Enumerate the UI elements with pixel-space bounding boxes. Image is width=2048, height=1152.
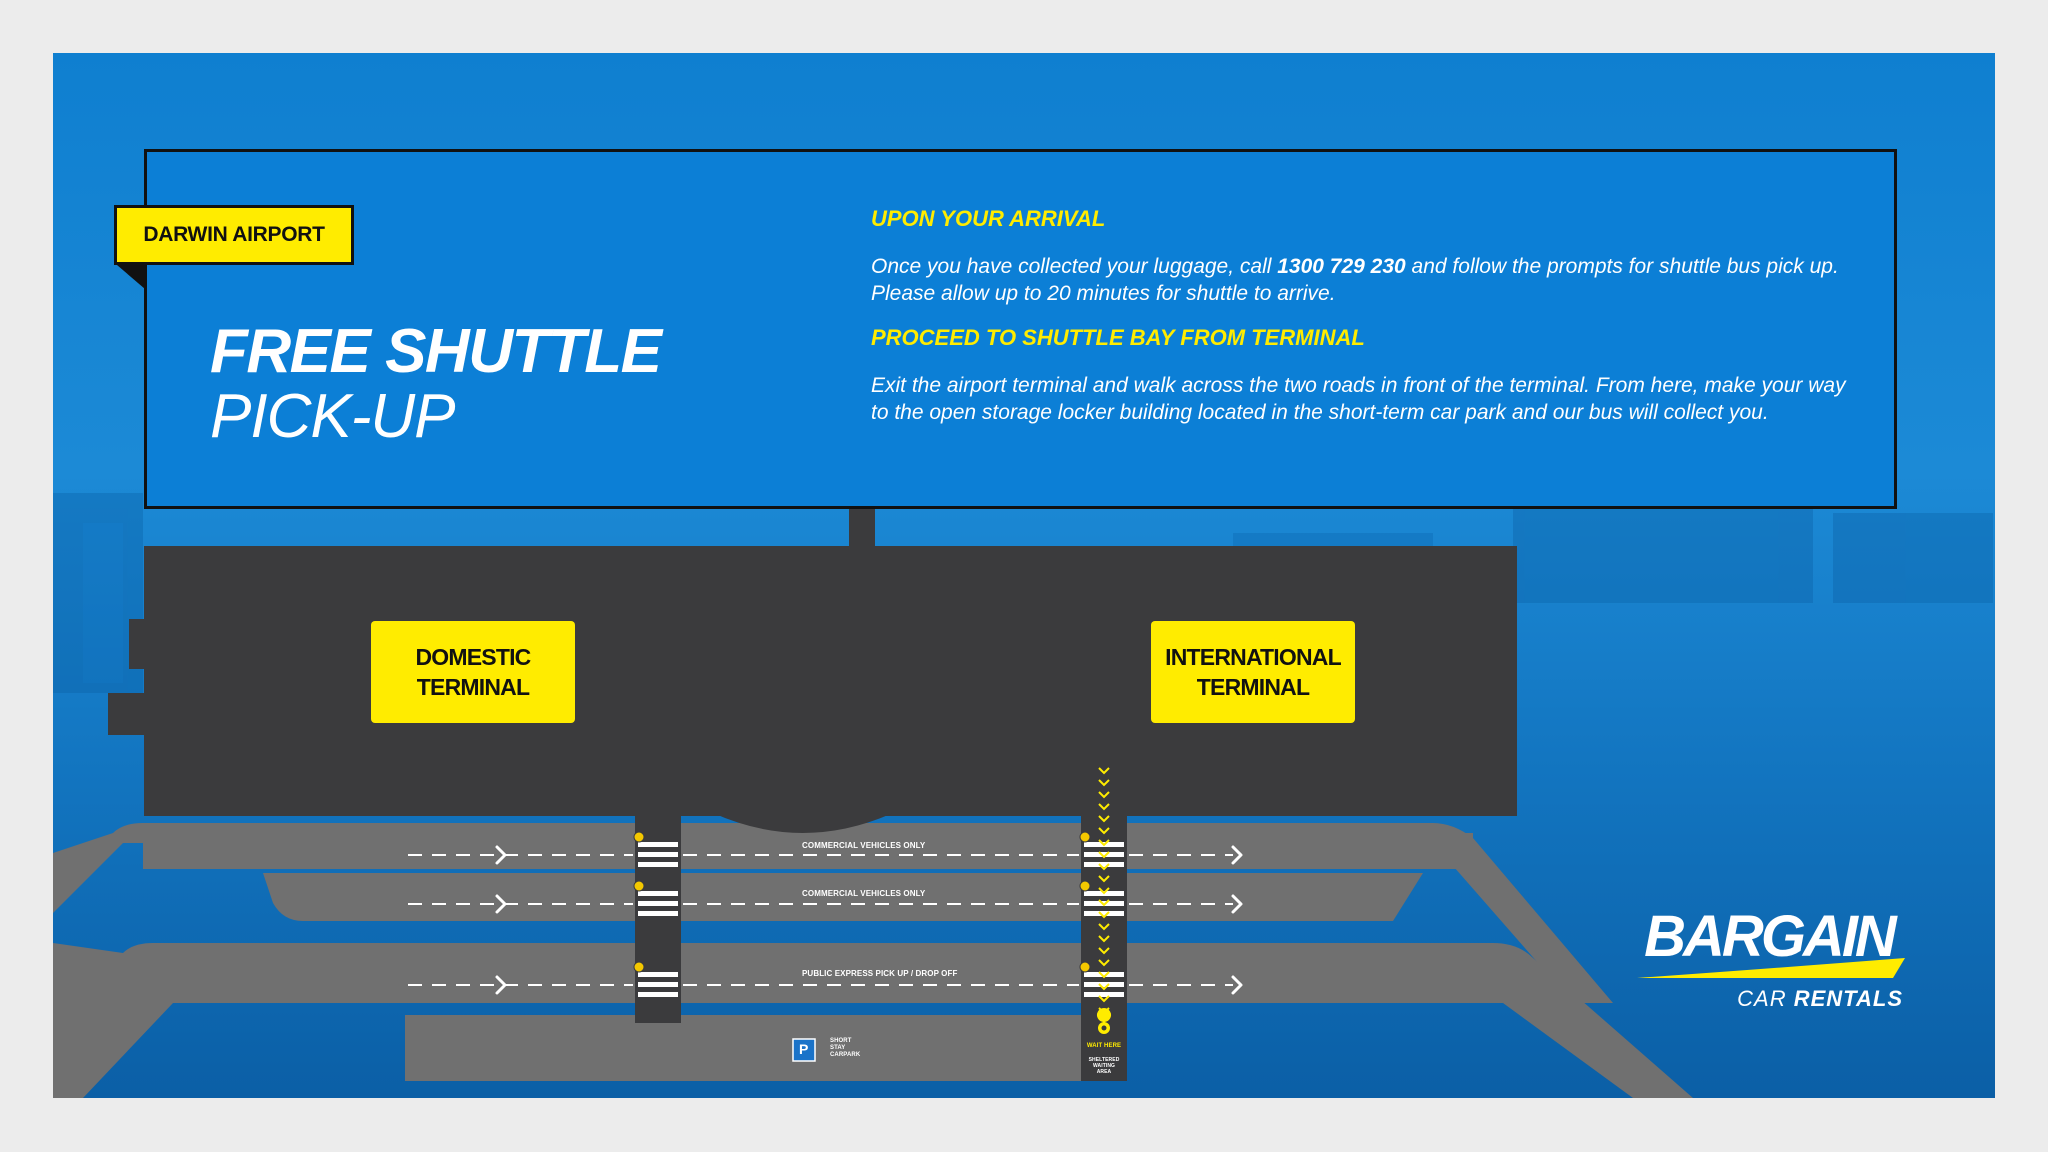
logo-tagline: CAR RENTALS bbox=[1635, 986, 1903, 1012]
carpark-label-line3: CARPARK bbox=[830, 1052, 861, 1058]
arrow-right-icon bbox=[495, 975, 507, 995]
sheltered-area-label: SHELTERED WAITING AREA bbox=[1084, 1057, 1124, 1075]
location-badge: DARWIN AIRPORT bbox=[114, 205, 354, 265]
domestic-label-line2: TERMINAL bbox=[416, 674, 530, 700]
crossing-marker-icon bbox=[1079, 831, 1091, 843]
proceed-heading: PROCEED TO SHUTTLE BAY FROM TERMINAL bbox=[871, 325, 1365, 350]
info-panel bbox=[144, 149, 1897, 509]
arrow-right-icon bbox=[1231, 845, 1243, 865]
wait-here-label: WAIT HERE bbox=[1086, 1043, 1122, 1049]
crossing-marker-icon bbox=[633, 831, 645, 843]
sheltered-line2: WAITING bbox=[1092, 1063, 1116, 1069]
walk-path-chevron-icon bbox=[1098, 767, 1110, 1015]
arrival-heading: UPON YOUR ARRIVAL bbox=[871, 206, 1106, 231]
crossing-marker-icon bbox=[633, 880, 645, 892]
carpark-label: SHORT STAY CARPARK bbox=[830, 1038, 860, 1059]
location-pin-icon bbox=[1097, 1008, 1111, 1034]
carpark-label-line2: STAY bbox=[830, 1045, 846, 1051]
lane1-label: COMMERCIAL VEHICLES ONLY bbox=[802, 841, 926, 850]
arrow-right-icon bbox=[495, 845, 507, 865]
international-label-line1: INTERNATIONAL bbox=[1165, 644, 1342, 670]
lane-dashes bbox=[408, 854, 1233, 986]
slide-canvas: DARWIN AIRPORT FREE SHUTTLE PICK-UP UPON… bbox=[53, 53, 1995, 1098]
lane2-label: COMMERCIAL VEHICLES ONLY bbox=[802, 889, 926, 898]
badge-fold-decoration bbox=[117, 265, 145, 289]
road-network bbox=[53, 823, 1693, 1098]
arrow-right-icon bbox=[495, 894, 507, 914]
arrow-right-icon bbox=[1231, 975, 1243, 995]
arrival-text-part1: Once you have collected your luggage, ca… bbox=[871, 255, 1278, 278]
pedestrian-crossing-icon bbox=[638, 842, 678, 867]
arrow-right-icon bbox=[1231, 894, 1243, 914]
pedestrian-crossing-icon bbox=[1084, 972, 1124, 997]
arrival-text-part2: and follow the prompts for shuttle bus p… bbox=[871, 255, 1839, 305]
crossing-marker-icon bbox=[633, 961, 645, 973]
page-title-line1: FREE SHUTTLE bbox=[210, 317, 662, 386]
sheltered-line3: AREA bbox=[1096, 1069, 1112, 1075]
international-terminal-label: INTERNATIONAL TERMINAL bbox=[1151, 621, 1355, 723]
pedestrian-crossing-icon bbox=[638, 972, 678, 997]
logo-tagline-light: CAR bbox=[1737, 986, 1794, 1011]
shuttle-phone-number[interactable]: 1300 729 230 bbox=[1277, 255, 1406, 278]
sheltered-line1: SHELTERED bbox=[1088, 1057, 1120, 1063]
logo-swoosh-icon bbox=[1637, 958, 1905, 978]
logo-wordmark: BARGAIN bbox=[1644, 904, 1897, 969]
parking-symbol: P bbox=[799, 1041, 809, 1057]
page-title-line2: PICK-UP bbox=[210, 382, 455, 451]
logo-tagline-bold: RENTALS bbox=[1793, 986, 1903, 1011]
domestic-label-line1: DOMESTIC bbox=[415, 644, 532, 670]
crossing-marker-icon bbox=[1079, 880, 1091, 892]
international-label-line2: TERMINAL bbox=[1196, 674, 1310, 700]
domestic-terminal-label: DOMESTIC TERMINAL bbox=[371, 621, 575, 723]
pedestrian-crossing-icon bbox=[638, 891, 678, 916]
lane3-label: PUBLIC EXPRESS PICK UP / DROP OFF bbox=[802, 969, 958, 978]
crossing-marker-icon bbox=[1079, 961, 1091, 973]
proceed-text: Exit the airport terminal and walk acros… bbox=[871, 374, 1846, 424]
carpark-label-line1: SHORT bbox=[830, 1038, 852, 1044]
arrival-text: Once you have collected your luggage, ca… bbox=[871, 253, 1856, 307]
pedestrian-crossing-icon bbox=[1084, 891, 1124, 916]
parking-sign-icon bbox=[792, 1038, 816, 1062]
